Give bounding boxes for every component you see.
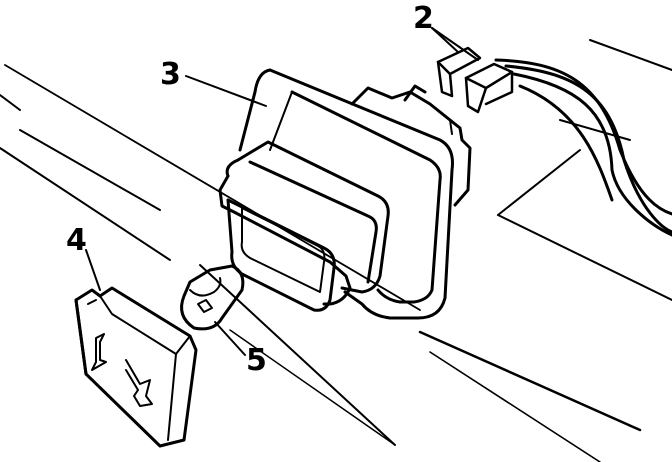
lamp-housing-icon bbox=[218, 68, 472, 320]
lens-cover-icon bbox=[74, 286, 198, 448]
body-panel-lines bbox=[0, 39, 672, 462]
callout-4: 4 bbox=[66, 223, 87, 258]
callout-2: 2 bbox=[413, 1, 434, 36]
leader-lines bbox=[85, 27, 479, 356]
callout-3: 3 bbox=[160, 57, 181, 92]
callout-5: 5 bbox=[246, 343, 267, 378]
wiring-connector-icon bbox=[436, 46, 672, 237]
